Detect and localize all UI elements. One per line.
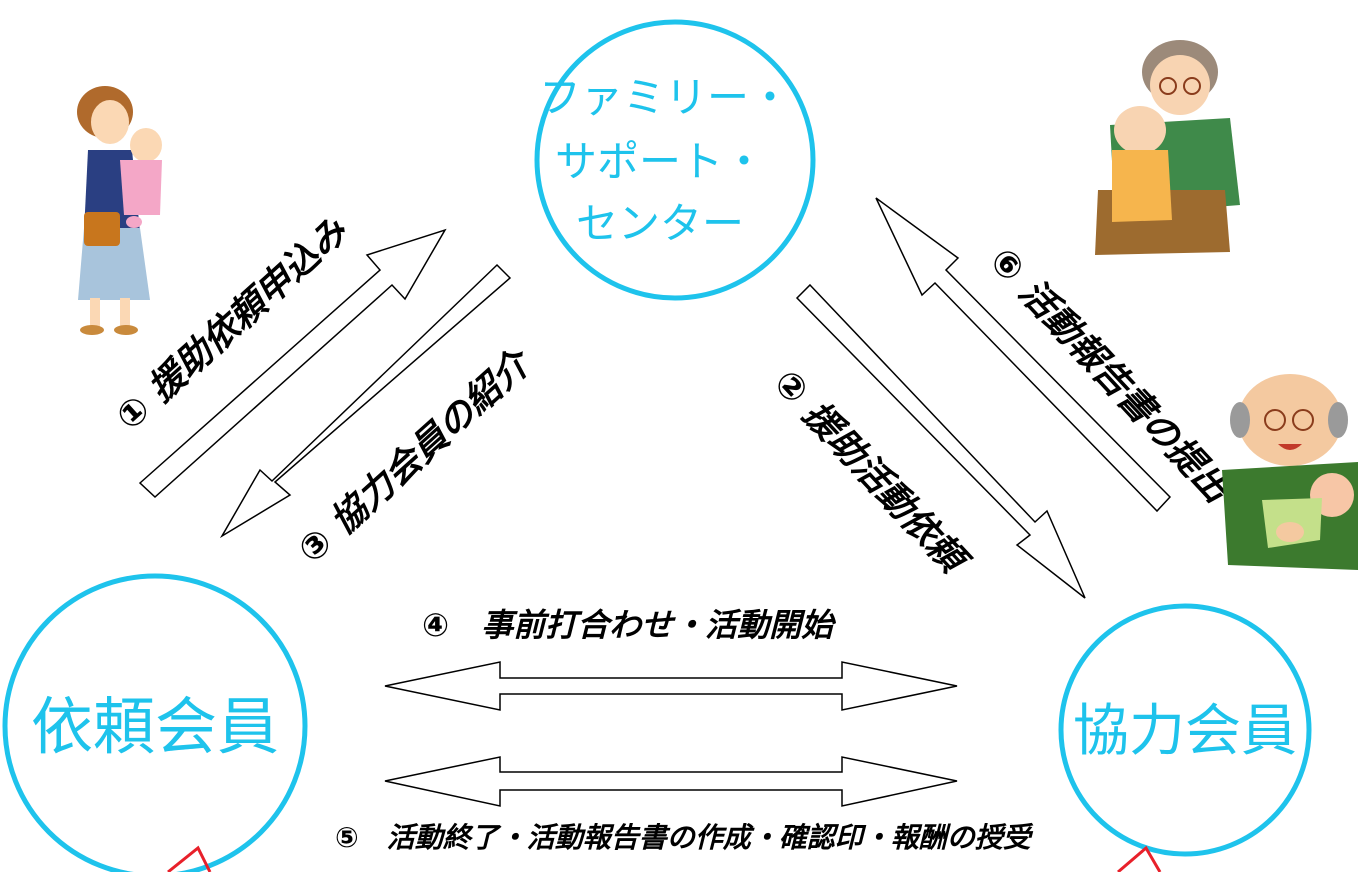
center-node: ファミリー・ サポート・ センター (534, 19, 816, 301)
arrow-step5 (384, 756, 958, 807)
step2-label: ② 援助活動依頼 (765, 362, 976, 585)
requester-node-label: 依頼会員 (31, 690, 279, 763)
step3-label: ③ 協力会員の紹介 (291, 340, 541, 571)
grandfather-holding-baby-illustration (1222, 374, 1358, 570)
arrow-step3 (219, 263, 512, 539)
center-node-line2: サポート・ (555, 137, 765, 186)
mother-holding-baby-illustration (77, 86, 162, 335)
arrow-step2 (795, 283, 1086, 599)
helper-node-circle (1058, 603, 1312, 857)
step4-label: ④ 事前打合わせ・活動開始 (422, 606, 836, 644)
arrow-step1 (138, 228, 447, 499)
red-marker-left (167, 845, 212, 872)
requester-node-circle (2, 573, 308, 872)
helper-node: 協力会員 (1058, 603, 1312, 857)
center-node-line1: ファミリー・ (539, 73, 791, 122)
arrow-step6 (875, 197, 1172, 513)
step6-label: ⑥ 活動報告書の提出 (981, 240, 1239, 512)
helper-node-label: 協力会員 (1073, 699, 1297, 764)
center-node-circle (534, 19, 816, 301)
requester-node: 依頼会員 (2, 573, 308, 872)
red-marker-right (1117, 845, 1162, 872)
step5-label: ⑤ 活動終了・活動報告書の作成・確認印・報酬の授受 (335, 821, 1034, 854)
arrow-step4 (384, 661, 958, 711)
center-node-line3: センター (576, 199, 744, 248)
grandmother-holding-baby-illustration (1095, 40, 1240, 255)
